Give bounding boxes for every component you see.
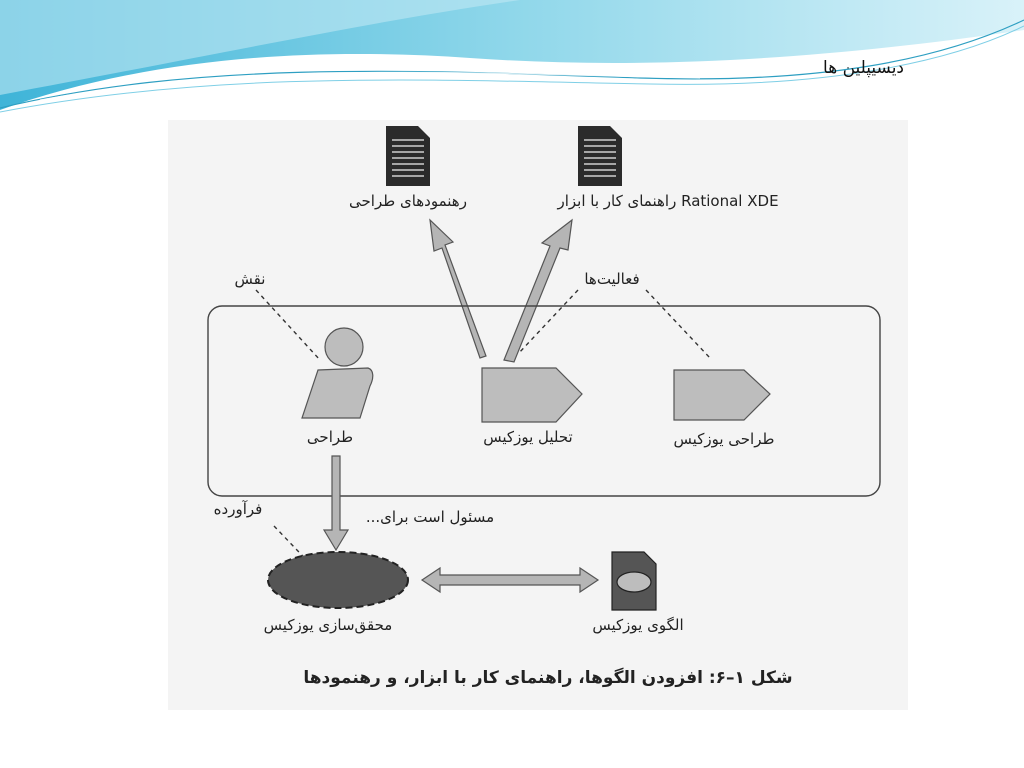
arrow-to-design-guidelines [429, 218, 487, 359]
artifact-label: محقق‌سازی یوزکیس [263, 616, 393, 634]
activity-pentagon-icon [673, 369, 771, 421]
diagram-figure: رهنمودهای طراحی راهنمای کار با ابزار Rat… [168, 120, 908, 710]
activity-analysis-label: تحلیل یوزکیس [483, 428, 573, 446]
document-icon [386, 126, 430, 186]
discipline-boundary [207, 305, 881, 497]
arrow-to-tool-mentor [503, 218, 573, 363]
artifact-annotation: فرآورده [213, 500, 263, 518]
activity-design-label: طراحی یوزکیس [673, 430, 775, 448]
figure-caption: شکل ۱–۶: افزودن الگوها، راهنمای کار با ا… [303, 668, 793, 688]
document-icon [578, 126, 622, 186]
arrow-responsible-for [322, 455, 350, 552]
worker-icon [301, 327, 374, 419]
artifact-ellipse-icon [267, 551, 409, 609]
responsible-for-label: مسئول است برای... [365, 508, 495, 526]
slide-title: دیسیپلین ها [823, 58, 904, 78]
activity-pentagon-icon [481, 367, 583, 423]
role-annotation: نقش [234, 270, 266, 288]
pattern-label: الگوی یوزکیس [592, 616, 684, 634]
activities-annotation: فعالیت‌ها [584, 270, 640, 288]
diagram-canvas [207, 126, 881, 611]
worker-label: طراحی [306, 428, 354, 446]
tool-mentor-label: راهنمای کار با ابزار Rational XDE [557, 192, 779, 210]
pattern-document-icon [611, 551, 657, 611]
design-guidelines-label: رهنمودهای طراحی [349, 192, 467, 210]
double-arrow [420, 566, 600, 594]
